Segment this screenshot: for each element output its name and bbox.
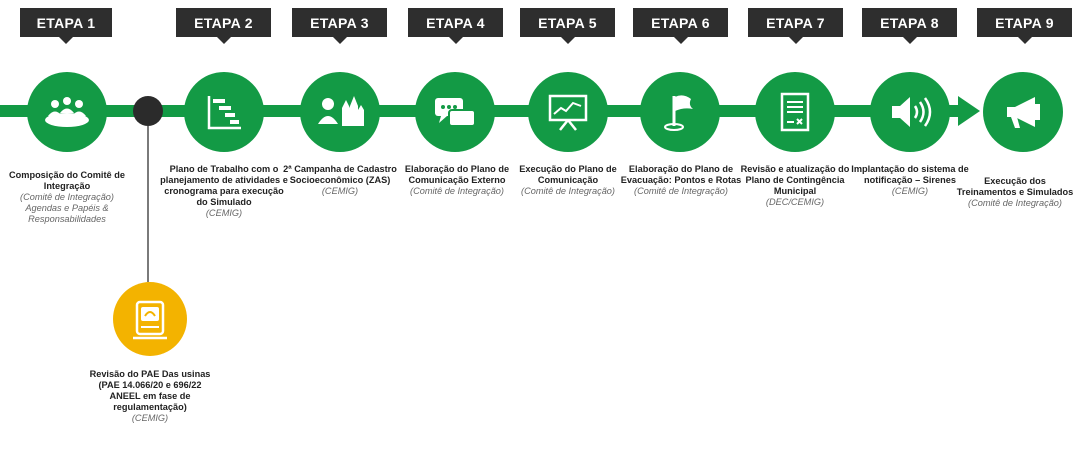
etapa-9-sub: (Comitê de Integração): [968, 198, 1062, 208]
document-icon: [780, 92, 810, 132]
etapa-5-description: Execução do Plano de Comunicação (Comitê…: [504, 164, 632, 197]
etapa-1-sub: (Comitê de Integração) Agendas e Papéis …: [20, 192, 114, 224]
branch-junction-dot: [133, 96, 163, 126]
etapa-6-circle: [640, 72, 720, 152]
etapa-4-circle: [415, 72, 495, 152]
etapa-8-description: Implantação do sistema de notificação – …: [846, 164, 974, 197]
etapa-6-title: Elaboração do Plano de Evacuação: Pontos…: [620, 164, 742, 185]
etapa-3-circle: [300, 72, 380, 152]
etapa-9-description: Execução dos Treinamentos e Simulados (C…: [955, 176, 1075, 209]
etapa-1-title: Composição do Comitê de Integração: [9, 170, 125, 191]
dam-document-icon: [133, 300, 167, 340]
etapa-9-circle: [983, 72, 1063, 152]
chat-bubbles-icon: [435, 98, 476, 127]
etapa-8-sub: (CEMIG): [891, 186, 929, 196]
speaker-icon: [892, 97, 932, 127]
etapa-9-title: Execução dos Treinamentos e Simulados: [956, 176, 1074, 197]
branch-connector-line: [147, 126, 149, 282]
etapa-4-title: Elaboração do Plano de Comunicação Exter…: [404, 164, 510, 185]
etapa-2-tag: ETAPA 2: [176, 8, 271, 44]
etapa-1-circle: [27, 72, 107, 152]
etapa-2-title: Plano de Trabalho com o planejamento de …: [160, 164, 288, 207]
side-step-description: Revisão do PAE Das usinas (PAE 14.066/20…: [85, 369, 215, 424]
etapa-4-tag: ETAPA 4: [408, 8, 503, 44]
etapa-7-circle: [755, 72, 835, 152]
flag-icon: [664, 95, 693, 131]
etapa-5-title: Execução do Plano de Comunicação: [519, 164, 617, 185]
megaphone-icon: [1007, 97, 1040, 128]
etapa-7-sub: (DEC/CEMIG): [765, 197, 825, 207]
etapa-1-tag: ETAPA 1: [20, 8, 112, 44]
etapa-8-circle: [870, 72, 950, 152]
person-church-icon: [318, 96, 364, 126]
etapa-1-description: Composição do Comitê de Integração (Comi…: [3, 170, 131, 225]
etapa-3-tag: ETAPA 3: [292, 8, 387, 44]
etapa-3-title: 2ª Campanha de Cadastro Socioeconômico (…: [283, 164, 397, 185]
etapa-8-title: Implantação do sistema de notificação – …: [851, 164, 969, 185]
etapa-2-circle: [184, 72, 264, 152]
etapa-7-tag: ETAPA 7: [748, 8, 843, 44]
side-step-title: Revisão do PAE Das usinas (PAE 14.066/20…: [89, 369, 211, 412]
etapa-5-tag: ETAPA 5: [520, 8, 615, 44]
etapa-6-sub: (Comitê de Integração): [634, 186, 728, 196]
etapa-5-sub: (Comitê de Integração): [521, 186, 615, 196]
etapa-3-sub: (CEMIG): [321, 186, 359, 196]
etapa-5-circle: [528, 72, 608, 152]
team-meeting-icon: [45, 97, 89, 127]
etapa-7-description: Revisão e atualização do Plano de Contin…: [731, 164, 859, 208]
etapa-4-sub: (Comitê de Integração): [410, 186, 504, 196]
etapa-8-tag: ETAPA 8: [862, 8, 957, 44]
side-step-circle: [113, 282, 187, 356]
etapa-2-sub: (CEMIG): [205, 208, 243, 218]
etapa-3-description: 2ª Campanha de Cadastro Socioeconômico (…: [276, 164, 404, 197]
etapa-2-description: Plano de Trabalho com o planejamento de …: [160, 164, 288, 219]
etapa-6-tag: ETAPA 6: [633, 8, 728, 44]
etapa-9-tag: ETAPA 9: [977, 8, 1072, 44]
etapa-6-description: Elaboração do Plano de Evacuação: Pontos…: [617, 164, 745, 197]
presentation-board-icon: [548, 94, 588, 131]
etapa-4-description: Elaboração do Plano de Comunicação Exter…: [393, 164, 521, 197]
timeline-arrowhead: [958, 96, 980, 126]
side-step-sub: (CEMIG): [131, 413, 169, 423]
etapa-7-title: Revisão e atualização do Plano de Contin…: [740, 164, 850, 196]
gantt-chart-icon: [207, 96, 241, 130]
